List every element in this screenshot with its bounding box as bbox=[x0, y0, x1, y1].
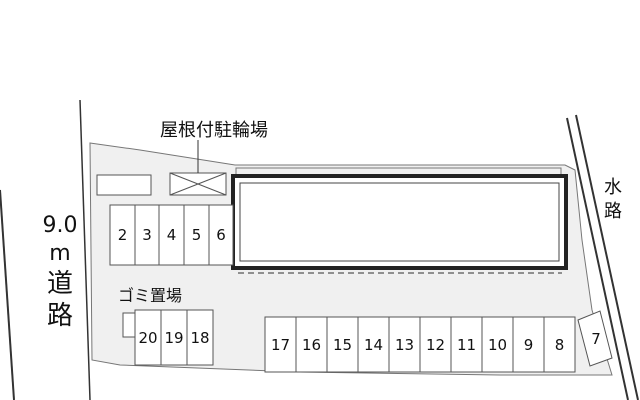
covered-bike-parking-label: 屋根付駐輪場 bbox=[160, 120, 268, 141]
parking-row-top bbox=[109, 204, 234, 266]
parking-slot: 5 bbox=[191, 226, 202, 244]
waterway-char-1: 水 bbox=[604, 177, 622, 198]
parking-slot-7-shape bbox=[577, 310, 613, 367]
parking-slot: 4 bbox=[166, 226, 177, 244]
waterway-label: 水 路 bbox=[600, 176, 626, 224]
waterway-edge-2 bbox=[575, 114, 639, 400]
parking-slot: 6 bbox=[216, 226, 226, 244]
storage-box bbox=[96, 174, 152, 196]
road-width: 9.0 bbox=[42, 213, 78, 238]
road-edge-outer bbox=[0, 189, 15, 400]
parking-slot: 9 bbox=[523, 335, 534, 354]
parking-slot-7: 7 bbox=[591, 330, 601, 348]
parking-slot: 18 bbox=[190, 328, 210, 347]
parking-slot: 13 bbox=[394, 335, 415, 354]
parking-row-left-bottom bbox=[134, 309, 214, 366]
road-edge-inner bbox=[79, 99, 91, 400]
waterway-char-2: 路 bbox=[604, 201, 622, 222]
parking-slot: 12 bbox=[425, 335, 446, 354]
waterway-edge-1 bbox=[566, 117, 629, 400]
parking-slot: 17 bbox=[270, 335, 291, 354]
road-label: 9.0 m 道 路 bbox=[32, 212, 88, 332]
parking-slot: 20 bbox=[138, 328, 158, 347]
road-char-1: 道 bbox=[46, 269, 73, 299]
building-inner bbox=[239, 182, 560, 262]
parking-slot: 10 bbox=[487, 335, 508, 354]
parking-slot: 11 bbox=[456, 335, 477, 354]
garbage-area-label: ゴミ置場 bbox=[118, 286, 183, 305]
road-unit: m bbox=[49, 241, 71, 266]
parking-slot: 3 bbox=[142, 226, 152, 244]
parking-slot: 16 bbox=[301, 335, 322, 354]
parking-slot: 14 bbox=[363, 335, 384, 354]
parking-slot: 15 bbox=[332, 335, 353, 354]
parking-slot: 2 bbox=[117, 226, 128, 244]
parking-slot: 19 bbox=[164, 328, 184, 347]
garbage-box bbox=[122, 312, 136, 338]
road-char-2: 路 bbox=[46, 301, 73, 331]
parking-slot: 8 bbox=[554, 335, 565, 354]
